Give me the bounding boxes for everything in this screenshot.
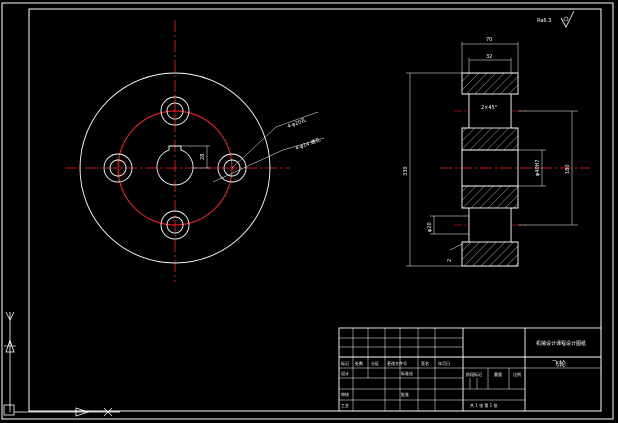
label-weight: 重量 [494,371,502,377]
label-design: 设计 [341,370,349,376]
inner-border [28,8,602,412]
width-inner-dim: 32 [486,54,492,60]
label-standard: 标准化 [401,370,413,376]
hole-note-2: 4-φ14 通孔 [294,136,321,152]
section-view: 70 32 2×45° 330 180 φ40H7 φ20 2 [403,37,590,267]
label-count: 处数 [355,360,363,366]
upper-hole [468,93,512,129]
height-inner-dim: 180 [565,164,571,174]
counterbore-dim: φ20 [427,222,433,232]
leader-line-1 [231,126,277,169]
roughness-symbol: Ra6.3 [537,10,575,28]
front-view: 28 4-φ20孔 4-φ14 通孔 [65,20,325,282]
sheet-info: 共 1 张 第 1 张 [470,402,497,408]
label-approve: 批准 [401,391,409,397]
outer-circle [79,72,271,264]
bolt-hole-left [103,153,133,183]
leader-line-2 [212,149,284,183]
label-zone: 分区 [371,360,379,366]
label-process: 工艺 [341,403,349,408]
label-scale: 比例 [513,371,521,377]
key-dimension: 28 [200,154,206,160]
bore-region [461,149,519,187]
ucs-icon [3,311,120,417]
bolt-hole-bottom [160,210,190,240]
bore-with-keyway [156,145,194,186]
label-signature: 签名 [421,360,429,366]
label-change-doc: 更改文件号 [387,360,407,366]
label-date: 年月日 [438,360,450,366]
label-mark: 标记 [341,360,349,366]
label-stage: 阶段标记 [466,371,482,377]
chamfer-note: 2×45° [481,105,498,111]
small-note: 2 [447,259,453,262]
roughness-note: Ra6.3 [537,18,551,24]
width-top-dim: 70 [486,37,492,43]
bore-dim: φ40H7 [535,159,541,176]
lower-hole [468,207,512,243]
title-block: 机械设计课程设计图纸 飞轮 标记 处数 分区 更改文件号 签名 年月日 设计 标… [338,327,602,412]
hole-note-1: 4-φ20孔 [286,117,307,130]
label-audit: 审核 [341,391,349,397]
height-outer-dim: 330 [403,166,409,176]
drawing-title: 机械设计课程设计图纸 [536,340,586,347]
bolt-hole-right [217,153,247,183]
bolt-hole-top [160,94,190,128]
part-name: 飞轮 [552,359,566,368]
